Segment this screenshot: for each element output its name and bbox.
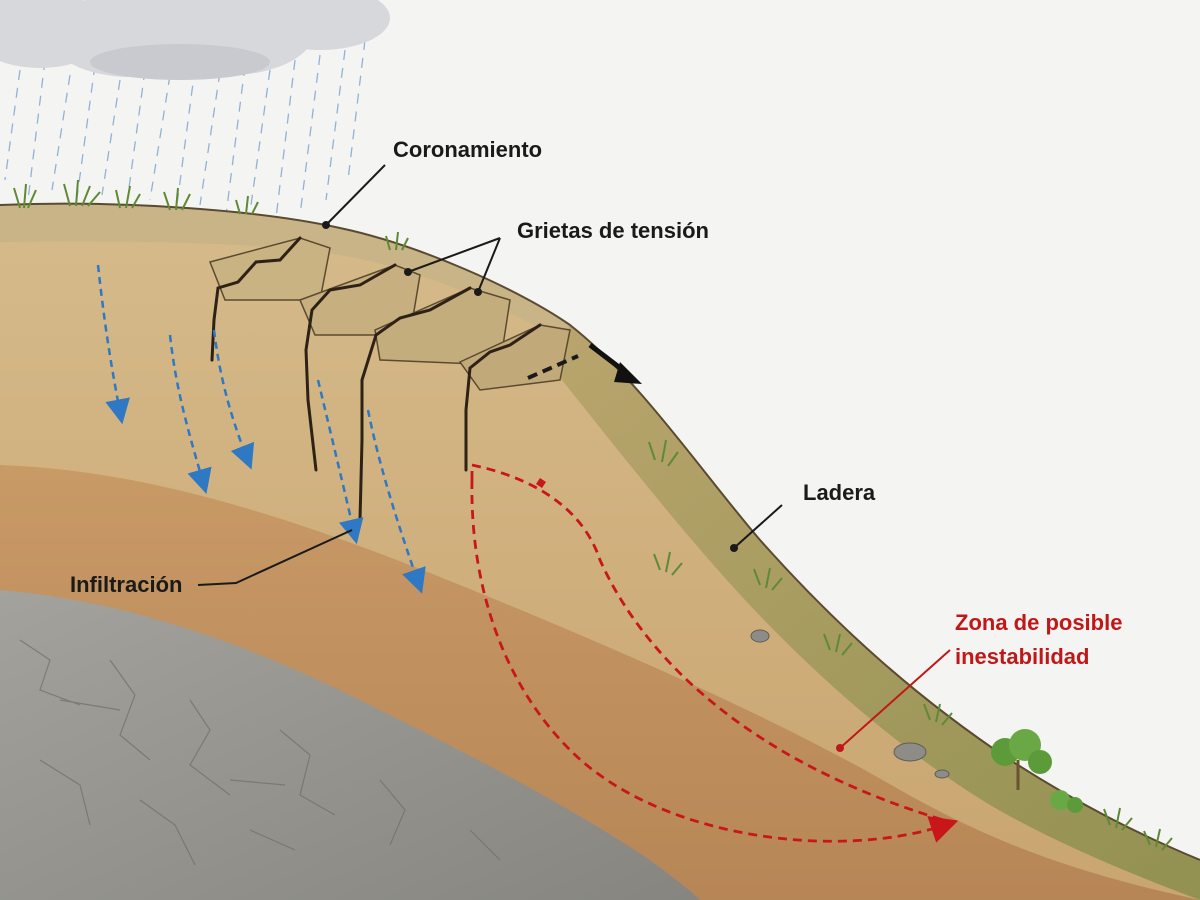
label-crown: Coronamiento xyxy=(393,137,542,162)
cloud-icon xyxy=(0,0,390,80)
instability-zone-arrow xyxy=(470,463,950,841)
label-infiltration: Infiltración xyxy=(70,572,182,597)
rocks xyxy=(750,629,950,779)
arrow-down-right-icon xyxy=(588,343,642,384)
tension-cracks xyxy=(210,236,542,522)
topsoil-band xyxy=(0,203,570,345)
slip-crack xyxy=(527,354,579,380)
leader-dots xyxy=(322,221,844,752)
infiltration-arrows xyxy=(96,264,426,594)
grass-tufts xyxy=(13,179,1173,851)
slope-surface xyxy=(550,325,1200,900)
bedrock-layer xyxy=(0,590,700,900)
leader-lines xyxy=(197,164,951,749)
label-instability-line1: Zona de posible xyxy=(955,610,1122,635)
label-slope: Ladera xyxy=(803,480,876,505)
label-instability-line2: inestabilidad xyxy=(955,644,1089,669)
label-tension-cracks: Grietas de tensión xyxy=(517,218,709,243)
red-pebble xyxy=(536,478,546,488)
shrub-icon xyxy=(991,729,1083,813)
rain xyxy=(4,39,366,219)
